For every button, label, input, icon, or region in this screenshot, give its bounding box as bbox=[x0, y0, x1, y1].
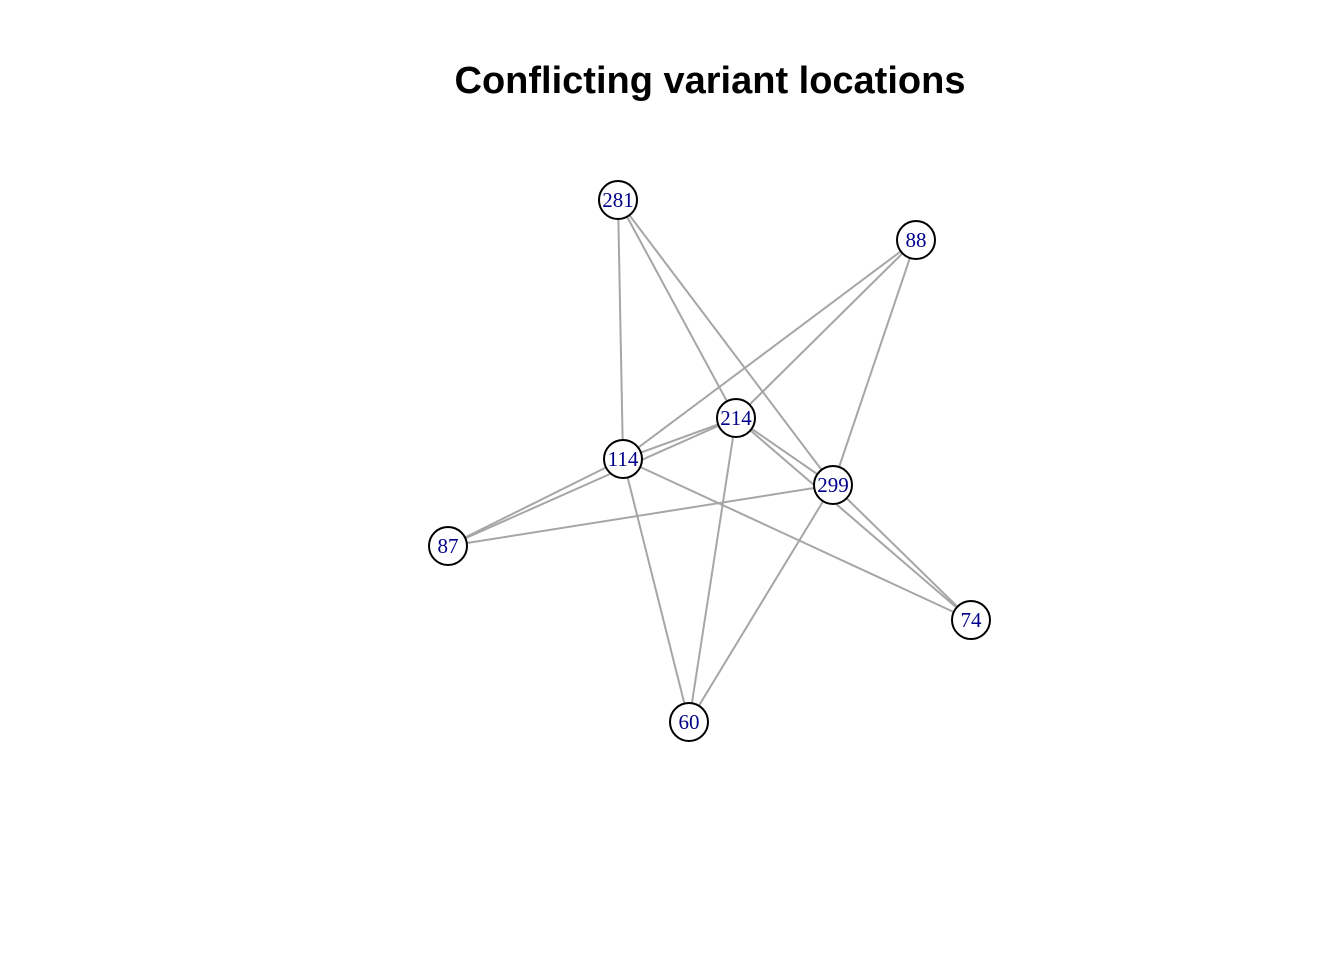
edge-114-87 bbox=[447, 458, 624, 547]
edge-114-60 bbox=[622, 458, 690, 723]
edge-214-60 bbox=[688, 417, 737, 723]
node-74: 74 bbox=[951, 600, 991, 640]
edge-281-299 bbox=[617, 199, 834, 486]
node-label-74: 74 bbox=[961, 608, 983, 632]
edge-74-214 bbox=[735, 417, 972, 621]
edge-88-299 bbox=[832, 239, 917, 486]
node-circle-114 bbox=[603, 439, 643, 479]
edge-114-74 bbox=[622, 458, 972, 621]
edge-87-214 bbox=[447, 417, 737, 547]
node-label-60: 60 bbox=[679, 710, 700, 734]
edge-214-114 bbox=[622, 417, 737, 460]
node-281: 281 bbox=[598, 180, 638, 220]
node-circle-87 bbox=[428, 526, 468, 566]
edge-281-214 bbox=[617, 199, 737, 419]
edge-88-214 bbox=[735, 239, 917, 419]
node-88: 88 bbox=[896, 220, 936, 260]
node-circle-74 bbox=[951, 600, 991, 640]
node-circle-299 bbox=[813, 465, 853, 505]
edges-layer bbox=[447, 199, 972, 723]
edge-281-114 bbox=[617, 199, 624, 460]
node-label-87: 87 bbox=[438, 534, 459, 558]
node-60: 60 bbox=[669, 702, 709, 742]
edge-88-114 bbox=[622, 239, 917, 460]
edge-299-60 bbox=[688, 484, 834, 723]
node-label-281: 281 bbox=[602, 188, 634, 212]
node-circle-214 bbox=[716, 398, 756, 438]
edge-299-74 bbox=[832, 484, 972, 621]
edge-299-87 bbox=[447, 484, 834, 547]
node-299: 299 bbox=[813, 465, 853, 505]
node-label-88: 88 bbox=[906, 228, 927, 252]
node-label-299: 299 bbox=[817, 473, 849, 497]
node-label-214: 214 bbox=[720, 406, 752, 430]
node-circle-60 bbox=[669, 702, 709, 742]
node-circle-88 bbox=[896, 220, 936, 260]
node-87: 87 bbox=[428, 526, 468, 566]
node-114: 114 bbox=[603, 439, 643, 479]
graph-title: Conflicting variant locations bbox=[455, 60, 966, 102]
nodes-layer: 281 88 214 114 299 87 74 60 bbox=[428, 180, 991, 742]
node-circle-281 bbox=[598, 180, 638, 220]
node-214: 214 bbox=[716, 398, 756, 438]
node-label-114: 114 bbox=[608, 447, 639, 471]
